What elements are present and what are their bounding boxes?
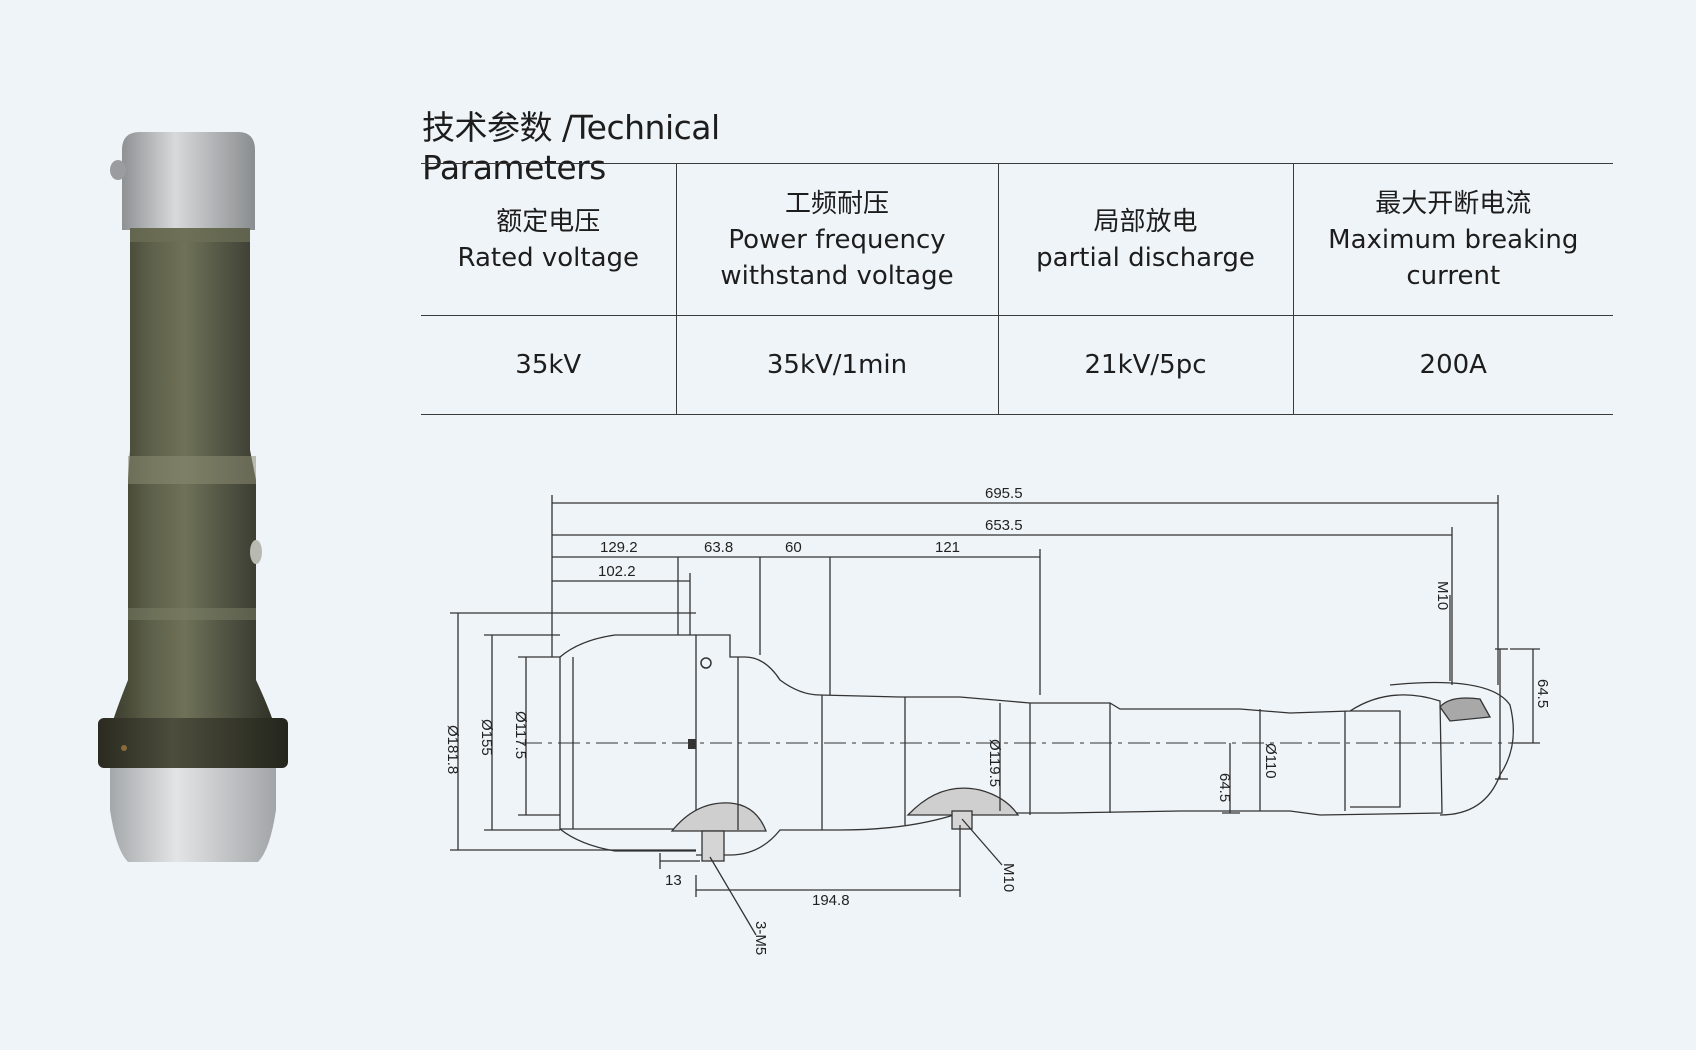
dim-label: 13 bbox=[665, 872, 682, 889]
dim-label: Ø119.5 bbox=[986, 739, 1003, 787]
header-label-en: Rated voltage bbox=[457, 242, 640, 273]
dim-label: 129.2 bbox=[600, 539, 638, 556]
header-label-en: partial discharge bbox=[1036, 242, 1255, 273]
dim-label: Ø181.8 bbox=[444, 725, 461, 774]
value-maximum-breaking-current: 200A bbox=[1292, 315, 1613, 415]
header-rated-voltage: 额定电压 Rated voltage bbox=[421, 164, 676, 316]
section-title-zh: 技术参数 bbox=[422, 108, 553, 147]
dim-label: 64.5 bbox=[1534, 679, 1551, 708]
header-label-zh: 工频耐压 bbox=[784, 188, 889, 219]
value-partial-discharge: 21kV/5pc bbox=[997, 315, 1293, 415]
drawing-dimension-labels: 695.5 653.5 129.2 63.8 60 121 102.2 Ø181… bbox=[444, 485, 1551, 955]
dim-label: Ø117.5 bbox=[512, 711, 529, 759]
header-label-zh: 局部放电 bbox=[1093, 206, 1198, 237]
product-photo bbox=[98, 132, 288, 862]
value-power-frequency-withstand-voltage: 35kV/1min bbox=[675, 315, 998, 415]
dim-label: 102.2 bbox=[598, 563, 636, 580]
dim-label: 60 bbox=[785, 539, 802, 556]
dim-label: 3-M5 bbox=[752, 921, 769, 955]
dim-label: Ø155 bbox=[478, 719, 495, 756]
header-power-frequency-withstand-voltage: 工频耐压 Power frequency withstand voltage bbox=[675, 163, 998, 316]
section-title-en: /Technical Parameters bbox=[422, 108, 720, 187]
dim-label: 121 bbox=[935, 539, 960, 556]
header-label-en: Power frequency withstand voltage bbox=[720, 224, 954, 291]
header-label-zh: 最大开断电流 bbox=[1375, 188, 1532, 219]
dim-label: 695.5 bbox=[985, 485, 1023, 502]
dim-label: 63.8 bbox=[704, 539, 733, 556]
table-header-row: 额定电压 Rated voltage 工频耐压 Power frequency … bbox=[421, 163, 1613, 316]
dim-label: 64.5 bbox=[1216, 773, 1233, 802]
header-label-en: Maximum breaking current bbox=[1328, 224, 1579, 291]
header-partial-discharge: 局部放电 partial discharge bbox=[997, 163, 1293, 316]
section-title: 技术参数 /Technical Parameters bbox=[422, 108, 802, 188]
dim-label: M10 bbox=[1434, 581, 1451, 610]
dim-label: 194.8 bbox=[812, 892, 850, 909]
dim-label: 653.5 bbox=[985, 517, 1023, 534]
dim-label: M10 bbox=[1000, 863, 1017, 892]
table-row: 35kV 35kV/1min 21kV/5pc 200A bbox=[421, 315, 1613, 415]
technical-parameters-table: 额定电压 Rated voltage 工频耐压 Power frequency … bbox=[421, 163, 1613, 415]
dim-label: Ø110 bbox=[1262, 743, 1279, 779]
value-rated-voltage: 35kV bbox=[515, 350, 582, 380]
header-maximum-breaking-current: 最大开断电流 Maximum breaking current bbox=[1292, 163, 1613, 316]
technical-drawing: 695.5 653.5 129.2 63.8 60 121 102.2 Ø181… bbox=[444, 485, 1551, 955]
header-label-zh: 额定电压 bbox=[496, 206, 601, 237]
